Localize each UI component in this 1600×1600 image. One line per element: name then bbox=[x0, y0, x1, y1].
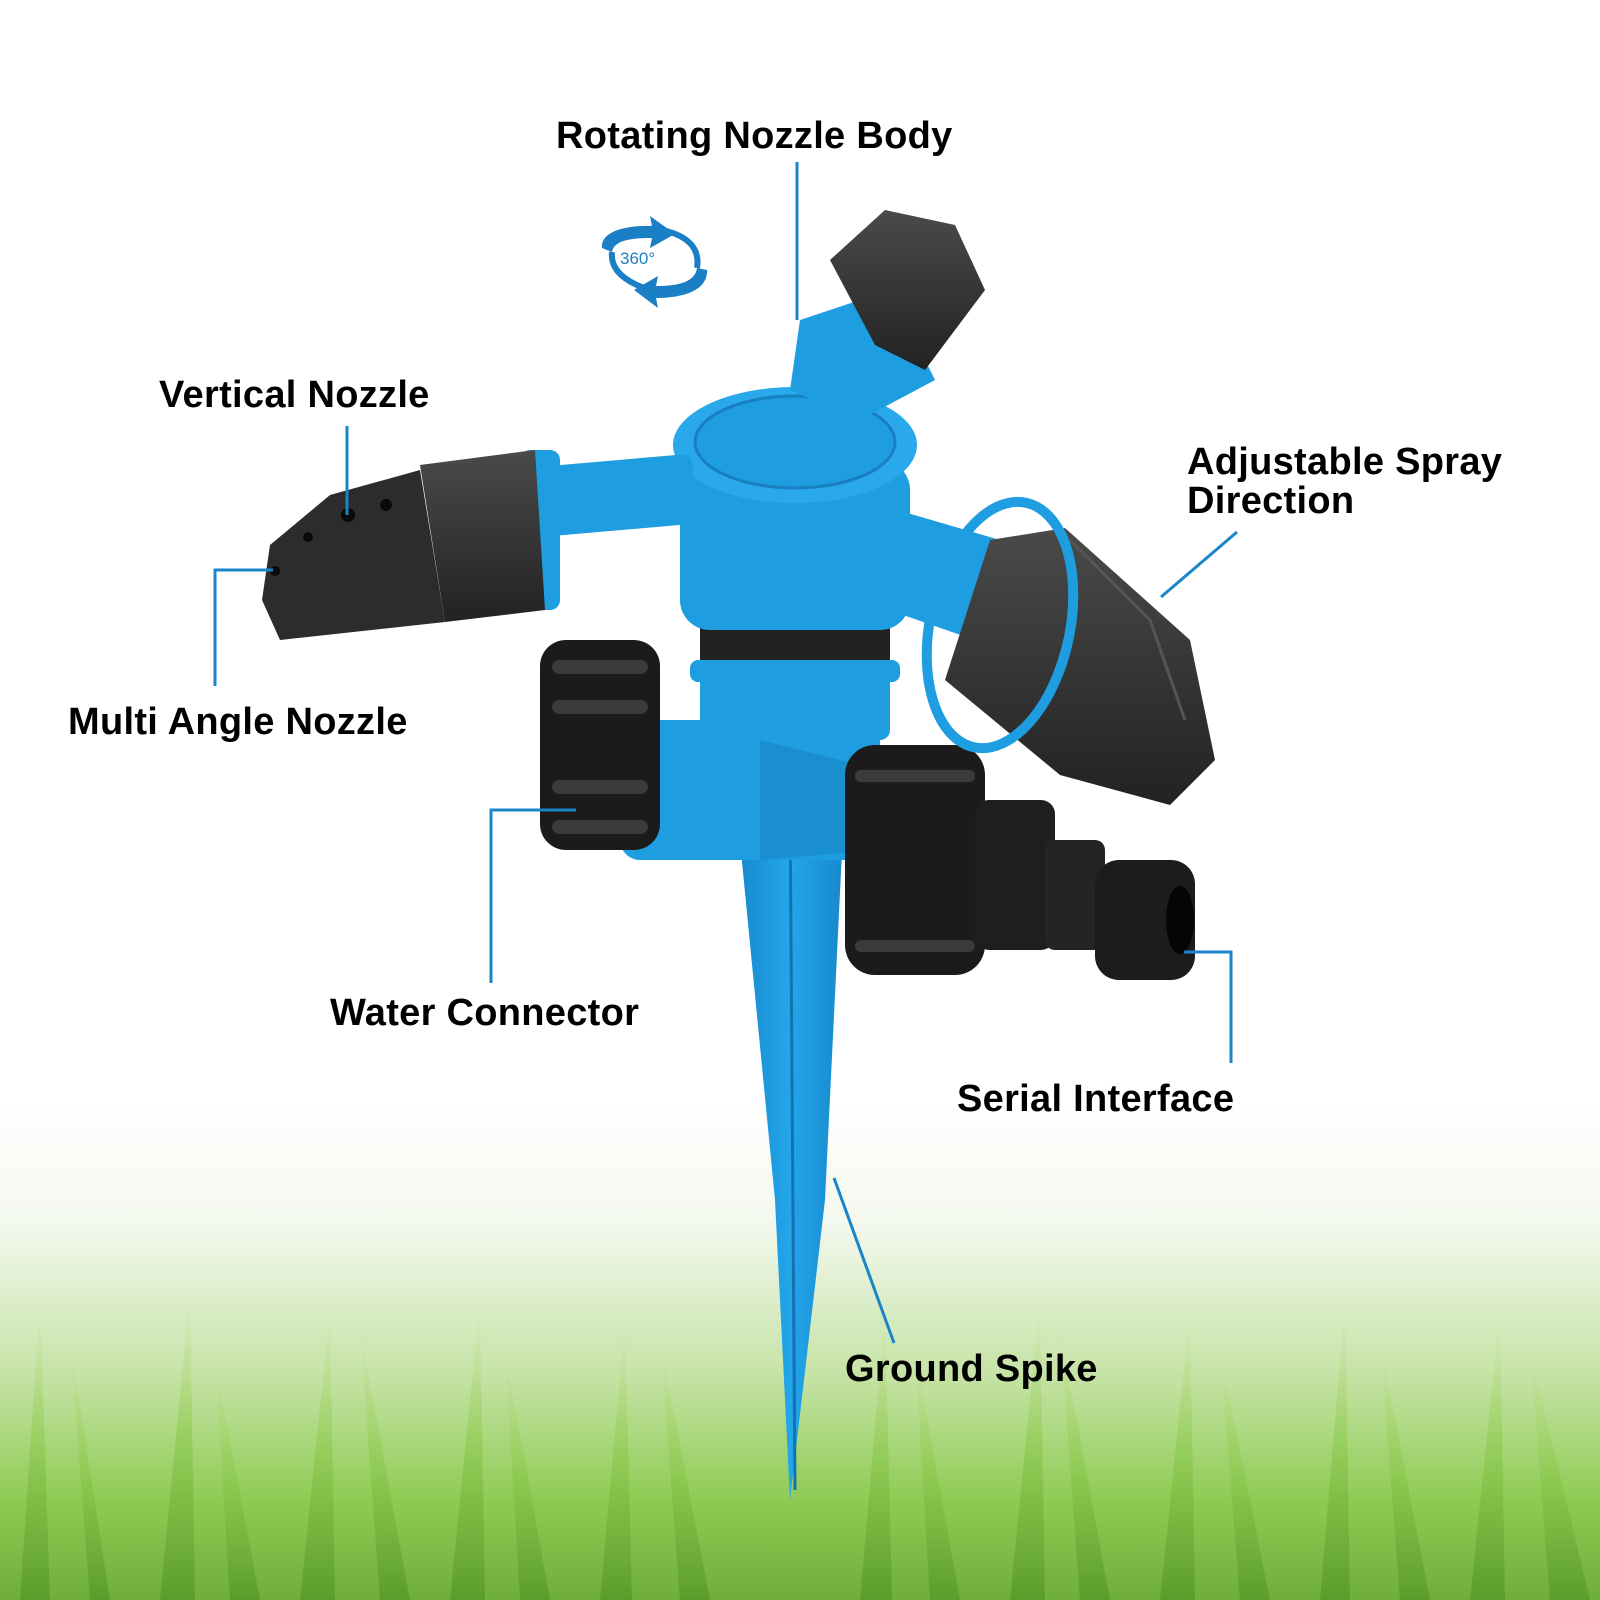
rotate-360-icon bbox=[601, 216, 708, 308]
ground-spike bbox=[735, 790, 845, 1500]
adjustable-direction-ring bbox=[921, 496, 1079, 754]
serial-interface-connector bbox=[845, 745, 1195, 980]
leader-ground-spike bbox=[832, 1177, 896, 1344]
label-vertical-nozzle: Vertical Nozzle bbox=[159, 374, 430, 416]
leader-lines bbox=[213, 162, 1238, 1344]
label-water-connector: Water Connector bbox=[330, 992, 640, 1034]
leader-multi-angle-nozzle bbox=[213, 568, 273, 686]
label-serial-interface: Serial Interface bbox=[957, 1078, 1235, 1120]
label-multi-angle-nozzle: Multi Angle Nozzle bbox=[68, 701, 408, 743]
label-ground-spike: Ground Spike bbox=[845, 1348, 1098, 1390]
rotation-360-label: 360° bbox=[620, 249, 656, 268]
left-arm bbox=[262, 450, 697, 640]
back-arm bbox=[790, 210, 985, 420]
label-rotating-nozzle-body: Rotating Nozzle Body bbox=[556, 115, 953, 157]
swivel-ring bbox=[690, 620, 900, 682]
water-connector-nut bbox=[540, 640, 660, 850]
leader-serial-interface bbox=[1184, 950, 1233, 1063]
leader-adjustable-spray-direction bbox=[1160, 530, 1238, 599]
leader-water-connector bbox=[489, 808, 576, 983]
label-adjustable-spray-direction: Adjustable Spray Direction bbox=[1187, 441, 1503, 522]
